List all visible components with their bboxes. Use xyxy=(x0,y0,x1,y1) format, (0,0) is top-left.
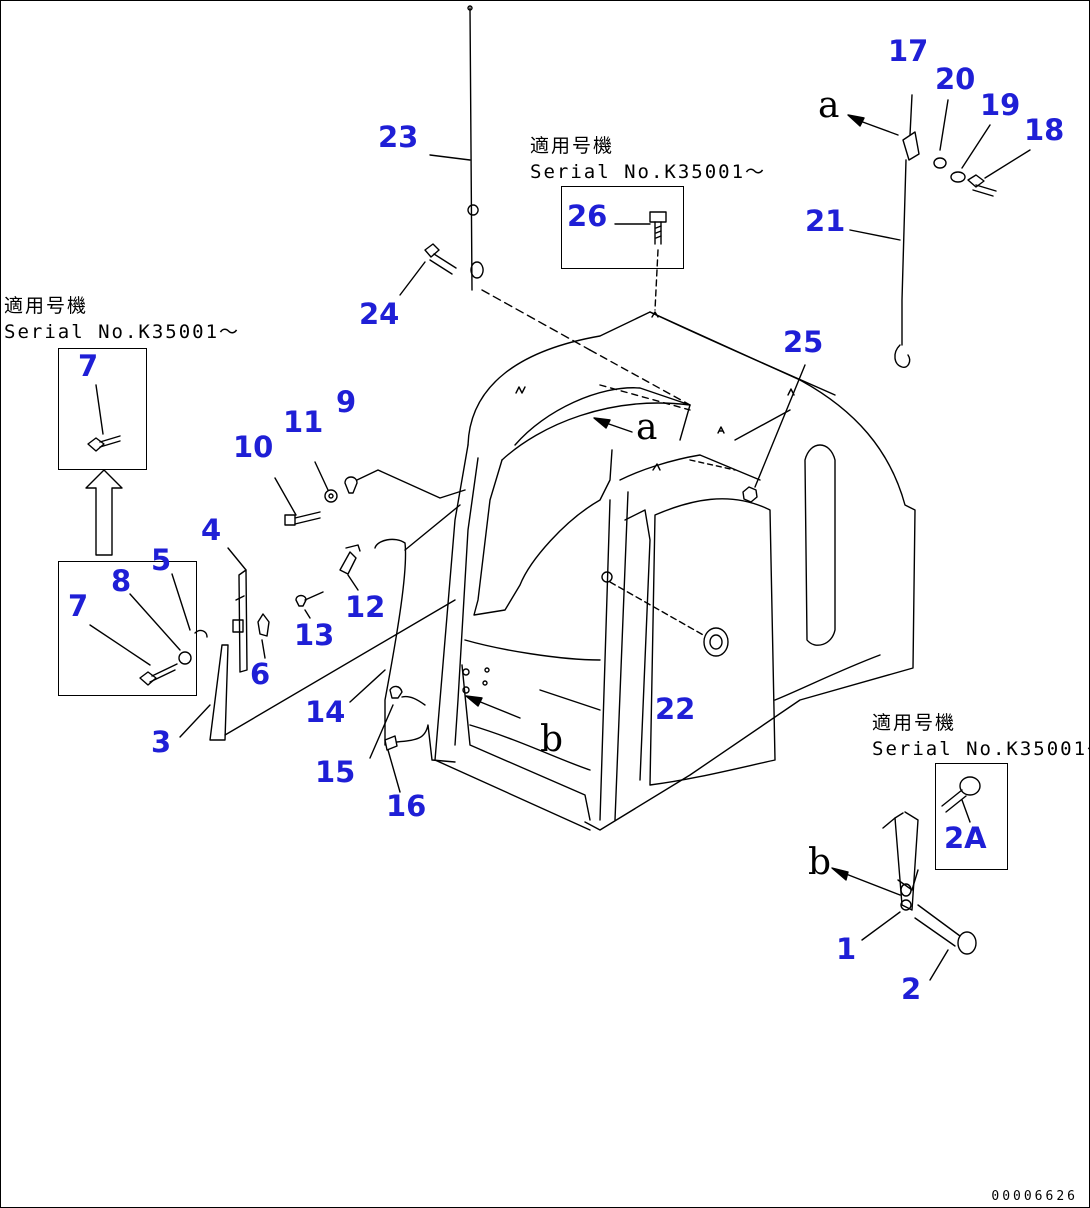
bolt-26 xyxy=(614,211,667,311)
serial-note-applicable: 適用号機 xyxy=(530,135,615,157)
wiper-assembly xyxy=(171,461,466,793)
part-number-22: 22 xyxy=(655,692,696,726)
part-number-24: 24 xyxy=(359,297,400,331)
part-number-25: 25 xyxy=(783,325,824,359)
part-number-7-top: 7 xyxy=(78,349,99,383)
left-detail-callout xyxy=(85,384,192,686)
cab-body xyxy=(434,311,916,831)
serial-note-number: Serial No.K35001～ xyxy=(530,160,767,183)
part-number-4: 4 xyxy=(201,513,222,547)
part-number-16: 16 xyxy=(386,789,427,823)
serial-note-applicable: 適用号機 xyxy=(872,712,957,734)
detail-box-2a xyxy=(935,763,1008,870)
part-number-2a: 2A xyxy=(944,821,987,855)
cap-22 xyxy=(609,581,729,657)
part-number-6: 6 xyxy=(250,657,271,691)
grommet-25 xyxy=(689,364,806,503)
bracket-assembly xyxy=(831,776,981,981)
serial-note-number: Serial No.K35001～ xyxy=(4,320,241,343)
part-number-19: 19 xyxy=(980,88,1021,122)
detail-box-7-top xyxy=(58,348,147,470)
part-number-15: 15 xyxy=(315,755,356,789)
serial-note-right: 適用号機 Serial No.K35001～ xyxy=(872,711,1090,762)
part-number-26: 26 xyxy=(567,199,608,233)
serial-note-number: Serial No.K35001～ xyxy=(872,737,1090,760)
detail-box-26 xyxy=(561,186,684,269)
view-label-b-right: b xyxy=(808,842,832,883)
part-number-3: 3 xyxy=(151,725,172,759)
drawing-code: 00006626 xyxy=(991,1189,1078,1204)
part-number-18: 18 xyxy=(1024,113,1065,147)
part-number-12: 12 xyxy=(345,590,386,624)
view-label-b-cab: b xyxy=(540,719,564,760)
part-number-23: 23 xyxy=(378,120,419,154)
part-number-10: 10 xyxy=(233,430,274,464)
part-number-14: 14 xyxy=(305,695,346,729)
part-number-9: 9 xyxy=(336,385,357,419)
view-arrows xyxy=(465,114,899,719)
detail-box-7-8 xyxy=(58,561,197,696)
part-number-5: 5 xyxy=(151,543,172,577)
part-number-11: 11 xyxy=(283,405,324,439)
part-number-8: 8 xyxy=(111,564,132,598)
serial-note-applicable: 適用号機 xyxy=(4,295,89,317)
view-label-a-cab: a xyxy=(636,407,658,448)
part-number-7-box: 7 xyxy=(68,589,89,623)
part-number-20: 20 xyxy=(935,62,976,96)
cable-assembly-21 xyxy=(849,94,1031,368)
part-number-1: 1 xyxy=(836,932,857,966)
serial-note-top: 適用号機 Serial No.K35001～ xyxy=(530,134,766,185)
serial-note-left: 適用号機 Serial No.K35001～ xyxy=(4,294,240,345)
part-number-17: 17 xyxy=(888,34,929,68)
part-number-21: 21 xyxy=(805,204,846,238)
part-number-2: 2 xyxy=(901,972,922,1006)
antenna-assembly xyxy=(399,5,591,351)
part-number-13: 13 xyxy=(294,618,335,652)
view-label-a-top: a xyxy=(818,85,840,126)
